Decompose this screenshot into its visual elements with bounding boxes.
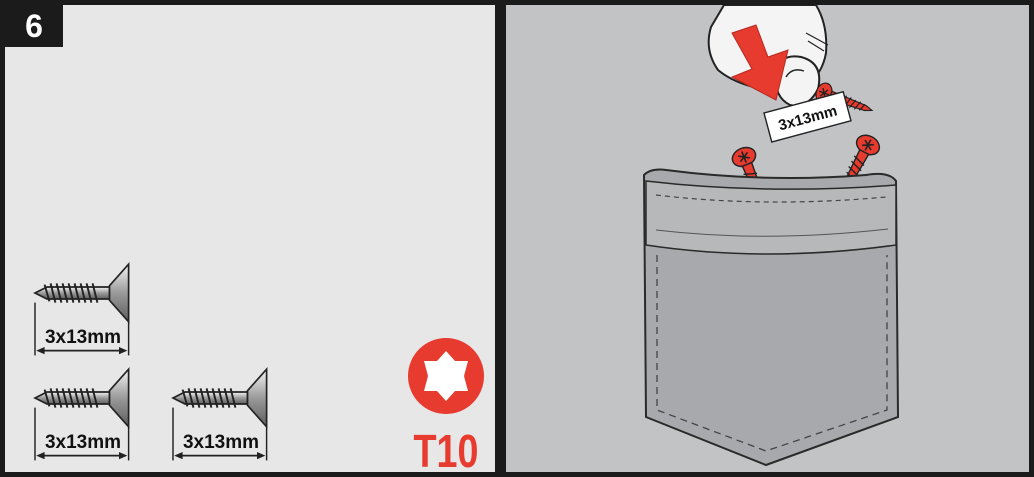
pocket-panel: 3x13mm <box>506 5 1029 472</box>
screw-1-size-label: 3x13mm <box>45 327 121 348</box>
screw-3-size-label: 3x13mm <box>183 432 259 453</box>
step-number-badge: 6 <box>5 5 63 47</box>
screw-size-tag: 3x13mm <box>763 90 852 143</box>
parts-panel: 6 <box>5 5 495 472</box>
shirt-pocket <box>642 168 900 467</box>
pocket-scene: 3x13mm <box>642 5 900 467</box>
torx-bit-icon <box>408 338 484 414</box>
tool-label: T10 <box>414 425 479 472</box>
insert-arrow <box>730 24 789 101</box>
screw-2-size-label: 3x13mm <box>45 432 121 453</box>
parts-drawing: 3x13mm 3x13mm 3x13mm T10 <box>34 263 484 472</box>
